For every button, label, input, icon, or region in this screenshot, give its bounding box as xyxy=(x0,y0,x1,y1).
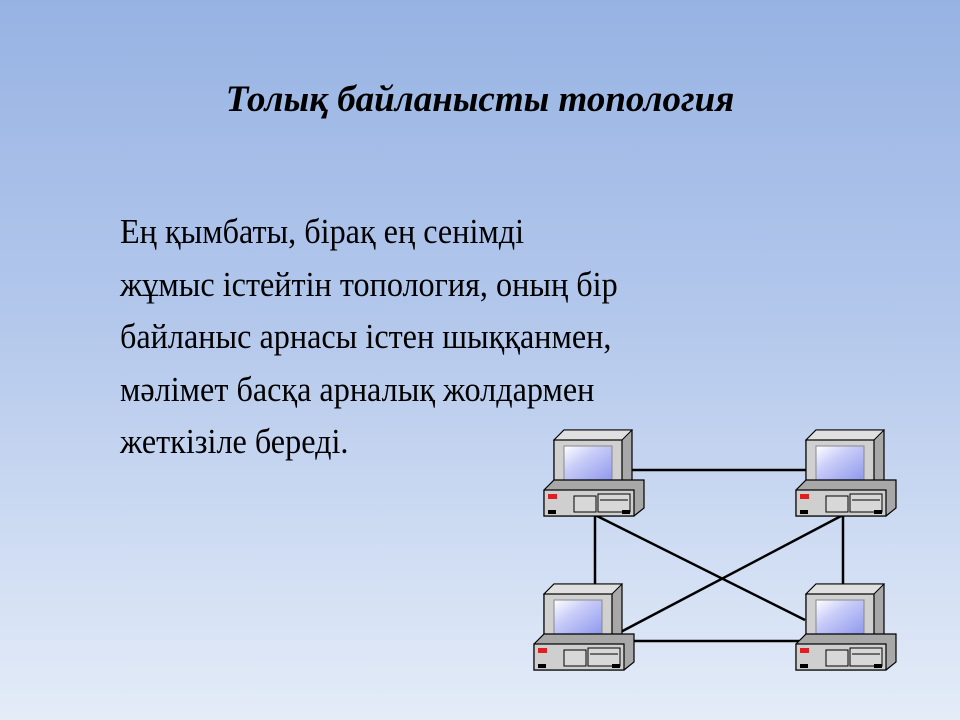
body-line: байланыс арнасы істен шыққанмен, xyxy=(120,317,612,356)
body-line: Ең қымбаты, бірақ ең сенімді xyxy=(120,212,525,251)
slide-body: Ең қымбаты, бірақ ең сенімді жұмыс істей… xyxy=(120,206,860,469)
computer-icon xyxy=(533,583,635,671)
body-line: мәлімет басқа арналық жолдармен xyxy=(120,369,595,409)
computer-icon xyxy=(543,429,645,517)
computer-icon xyxy=(795,429,897,517)
computer-icon xyxy=(795,583,897,671)
link-diagonal-2 xyxy=(614,513,844,637)
body-line: жұмыс істейтін топология, оның бір xyxy=(120,264,618,304)
body-line: жеткізіле береді. xyxy=(120,422,349,461)
link-diagonal-1 xyxy=(594,513,806,622)
connection-lines xyxy=(593,468,845,643)
slide-title: Толық байланысты топология xyxy=(225,79,735,120)
